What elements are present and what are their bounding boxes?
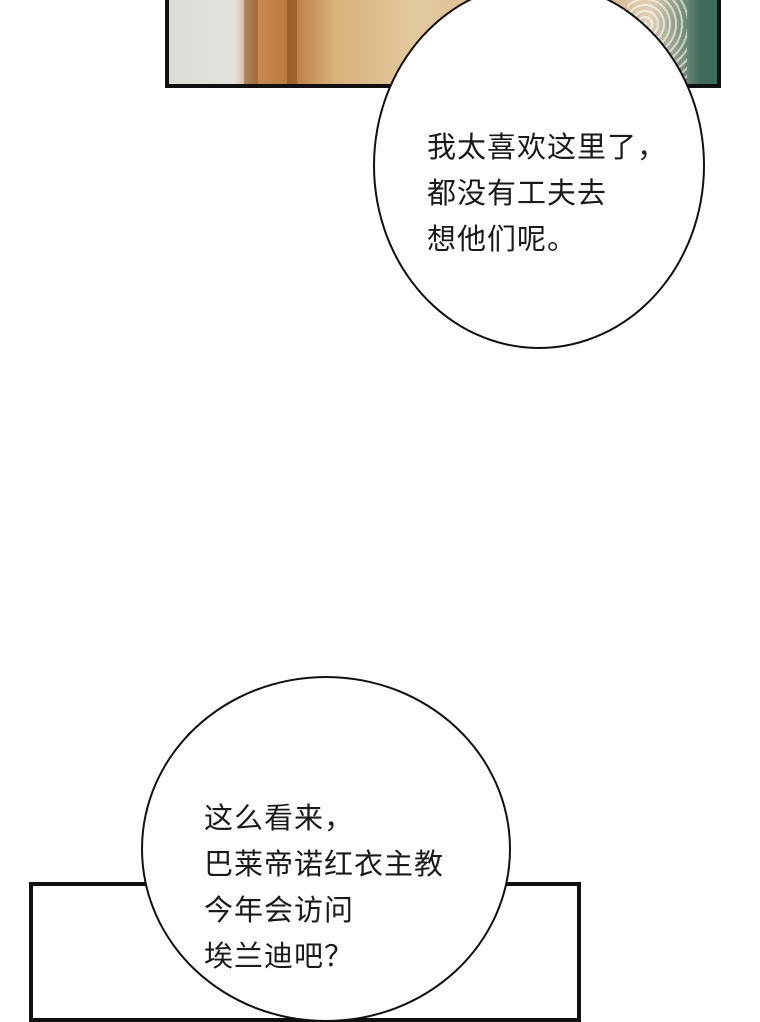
bubble-line: 都没有工夫去 bbox=[427, 176, 608, 210]
bubble-line: 想他们呢。 bbox=[427, 222, 578, 256]
panel-art-detail bbox=[244, 0, 258, 84]
bubble-line: 我太喜欢这里了， bbox=[427, 130, 668, 164]
panel-art-detail bbox=[287, 0, 297, 84]
speech-bubble-2 bbox=[141, 676, 511, 1022]
bubble-line: 埃兰迪吧？ bbox=[204, 939, 355, 973]
speech-bubble-1-text: 我太喜欢这里了， 都没有工夫去 想他们呢。 bbox=[427, 124, 667, 262]
speech-bubble-1 bbox=[373, 0, 705, 349]
bubble-line: 今年会访问 bbox=[204, 893, 355, 927]
bubble-line: 这么看来， bbox=[204, 801, 355, 835]
bubble-line: 巴莱帝诺红衣主教 bbox=[204, 847, 445, 881]
speech-bubble-2-text: 这么看来， 巴莱帝诺红衣主教 今年会访问 埃兰迪吧？ bbox=[204, 795, 444, 979]
